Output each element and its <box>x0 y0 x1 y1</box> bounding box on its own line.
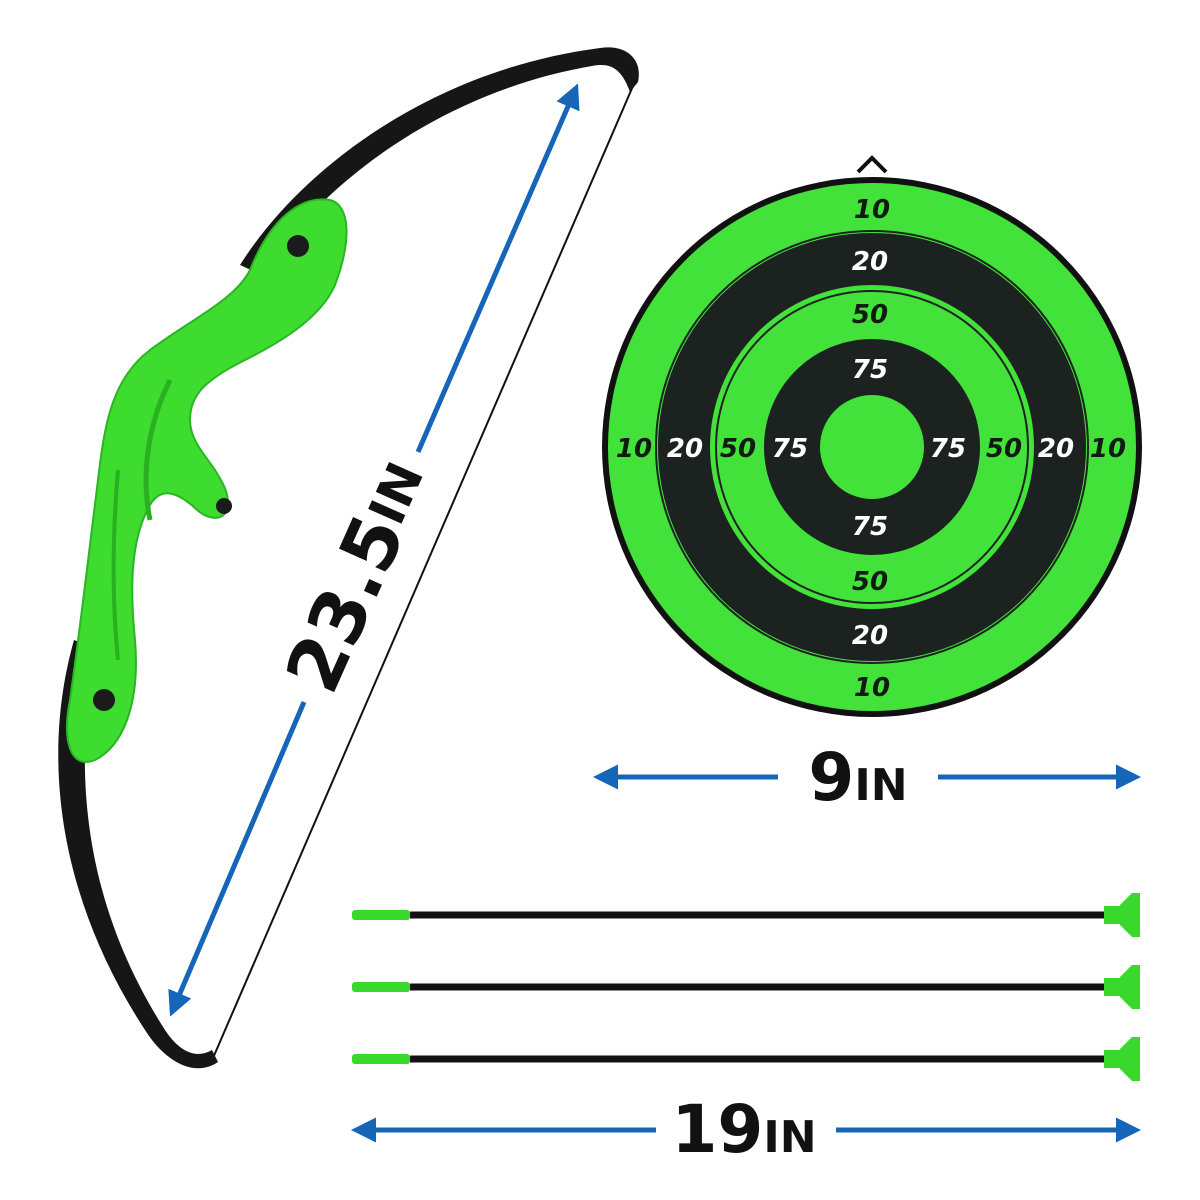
bow-grip-groove <box>143 378 173 521</box>
target-width-label: 9IN <box>808 739 907 816</box>
suction-cup <box>1120 893 1140 937</box>
suction-cup <box>1120 965 1140 1009</box>
bow-bolt <box>287 235 309 257</box>
bow-length-dimension: 23.5IN <box>168 83 580 1017</box>
ring-label-10: 10 <box>854 673 890 703</box>
ring-label-20: 20 <box>852 247 888 277</box>
ring-label-50: 50 <box>986 434 1022 464</box>
suction-arrow <box>352 965 1140 1009</box>
ring-label-50: 50 <box>720 434 756 464</box>
ring-label-20: 20 <box>852 621 888 651</box>
target-ring-10-divider <box>655 230 1089 664</box>
ring-label-50: 50 <box>852 567 888 597</box>
arrow-collar <box>1104 1050 1122 1068</box>
arrow-nock <box>352 910 410 920</box>
bow-icon <box>58 47 639 1069</box>
double-arrow-icon <box>168 701 307 1017</box>
ring-label-10: 10 <box>854 195 890 225</box>
ring-label-75: 75 <box>852 512 888 542</box>
arrow-length-dimension: 19IN <box>351 1091 1141 1168</box>
suction-arrow <box>352 893 1140 937</box>
bow-string <box>212 85 634 1059</box>
bow-grip-groove <box>111 469 120 661</box>
ring-label-20: 20 <box>667 434 703 464</box>
bow-bolt <box>93 689 115 711</box>
target-hanger <box>856 155 888 174</box>
target-ring-50-divider <box>715 290 1029 604</box>
ring-label-10: 10 <box>1090 434 1126 464</box>
arrow-nock <box>352 982 410 992</box>
ring-label-75: 75 <box>772 434 808 464</box>
arrow-nock <box>352 1054 410 1064</box>
bow-riser <box>66 198 348 763</box>
ring-label-50: 50 <box>852 300 888 330</box>
suction-arrow-icon <box>352 893 1140 1081</box>
arrow-collar <box>1104 978 1122 996</box>
target-icon: 10 20 50 75 75 50 20 10 10 20 50 75 75 5… <box>602 155 1142 717</box>
bow-arrow-rest <box>216 498 232 514</box>
target-bullseye <box>820 395 924 499</box>
ring-label-75: 75 <box>852 355 888 385</box>
arrow-collar <box>1104 906 1122 924</box>
bow-length-label: 23.5IN <box>269 448 446 705</box>
arrow-length-label: 19IN <box>671 1091 816 1168</box>
target-width-dimension: 9IN <box>593 739 1141 816</box>
ring-label-10: 10 <box>616 434 652 464</box>
ring-label-20: 20 <box>1038 434 1074 464</box>
suction-cup <box>1120 1037 1140 1081</box>
ring-label-75: 75 <box>930 434 966 464</box>
suction-arrow <box>352 1037 1140 1081</box>
double-arrow-icon <box>415 83 580 453</box>
